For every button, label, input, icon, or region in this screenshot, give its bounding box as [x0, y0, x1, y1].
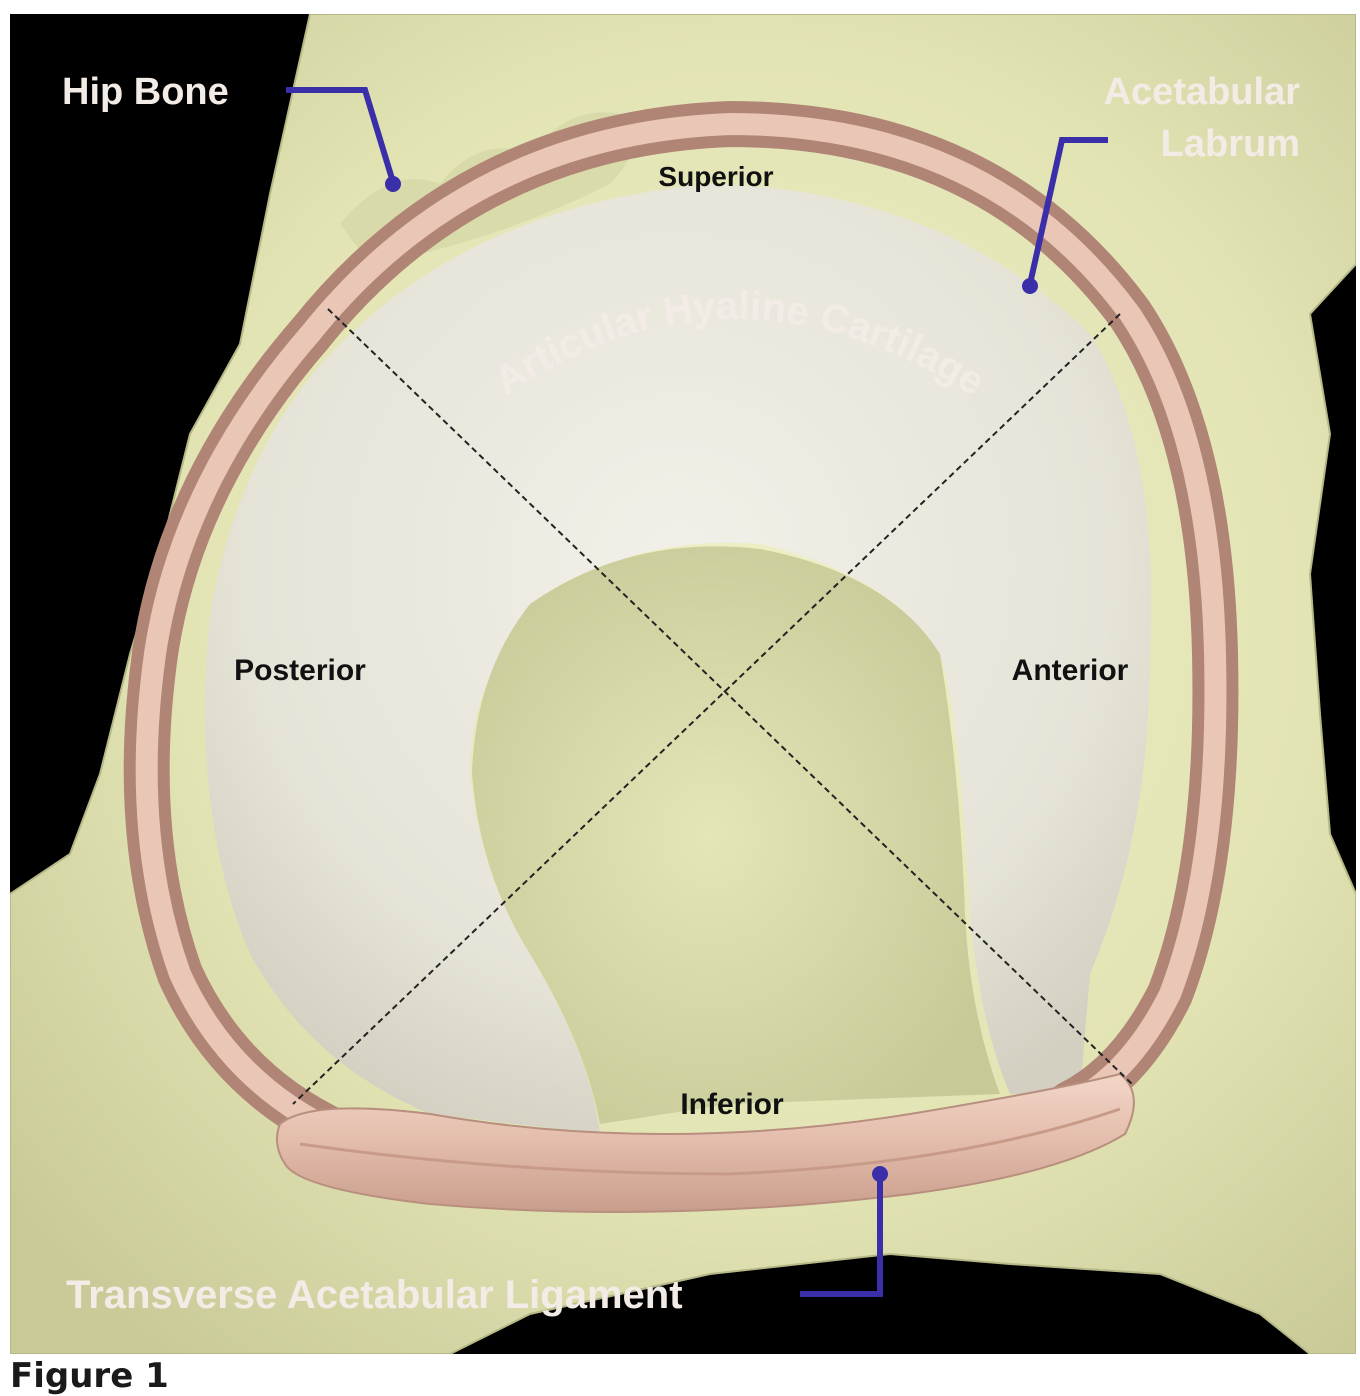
articular-cartilage-shape [205, 184, 1152, 1134]
acetabular-labrum-label-line1: Acetabular [1104, 71, 1301, 113]
inferior-label: Inferior [680, 1088, 784, 1121]
labrum-highlight [299, 112, 1227, 1115]
acetabulum-illustration: Hip Bone Acetabular Labrum Articular Hya… [10, 14, 1356, 1354]
quadrant-line-a [327, 308, 1133, 1085]
labrum-leader-dot [1022, 278, 1038, 294]
superior-label: Superior [658, 161, 773, 192]
quadrant-line-b [292, 313, 1121, 1105]
hip-bone-leader-dot [385, 176, 401, 192]
hip-bone-leader [286, 87, 396, 183]
labrum-highlight-left [135, 323, 351, 1145]
posterior-label: Posterior [234, 654, 366, 687]
anterior-label: Anterior [1012, 654, 1129, 687]
transverse-ligament-label: Transverse Acetabular Ligament [66, 1273, 683, 1317]
ligament-stripe [299, 1107, 1121, 1176]
ligament-leader [800, 1176, 883, 1297]
acetabular-labrum-label-line2: Labrum [1161, 123, 1300, 165]
transverse-ligament-shape [275, 1072, 1135, 1213]
ligament-leader-dot [872, 1166, 888, 1182]
figure-caption: Figure 1 [10, 1356, 169, 1396]
acetabular-fossa [472, 546, 1000, 1124]
figure-frame: Hip Bone Acetabular Labrum Articular Hya… [10, 14, 1356, 1354]
hip-bone-label: Hip Bone [62, 71, 229, 113]
labrum-leader [1027, 137, 1108, 285]
